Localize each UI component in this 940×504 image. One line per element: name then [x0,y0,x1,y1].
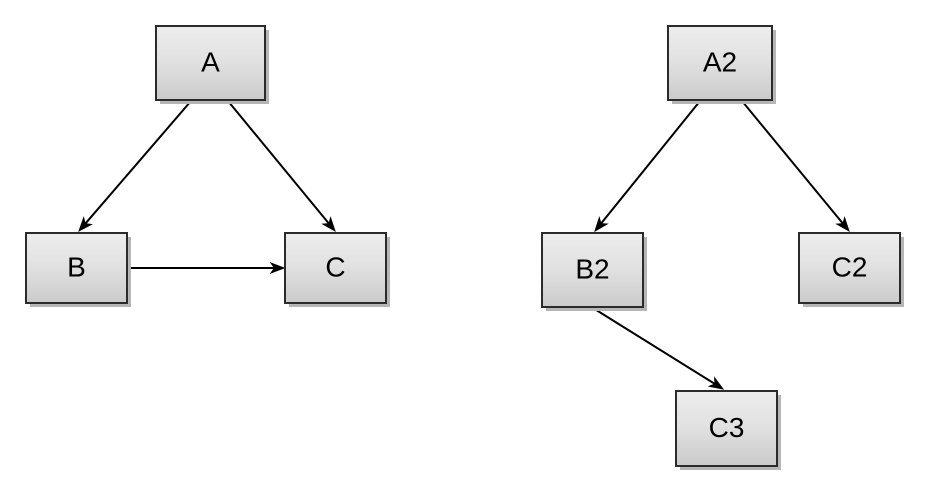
edge-line [741,100,844,224]
edge-b-to-c [128,261,286,275]
edge-b2-to-c3 [592,307,725,390]
edge-line [592,307,716,385]
node-box[interactable] [675,390,778,467]
arrowhead-icon [78,216,93,233]
node-box[interactable] [284,232,387,304]
node-a[interactable]: A [155,25,269,104]
node-c3[interactable]: C3 [675,390,781,470]
node-box[interactable] [541,232,644,308]
node-b[interactable]: B [25,232,131,307]
edge-line [84,100,192,225]
edge-a-to-c [227,100,336,233]
node-a2[interactable]: A2 [667,25,776,104]
node-box[interactable] [25,232,128,304]
node-b2[interactable]: B2 [541,232,647,311]
edge-line [600,100,701,224]
node-c[interactable]: C [284,232,390,307]
node-box[interactable] [155,25,266,101]
arrowhead-icon [321,216,336,233]
edges-layer [78,100,850,390]
arrowhead-icon [835,216,850,233]
node-c2[interactable]: C2 [798,232,904,307]
edge-a-to-b [78,100,192,233]
node-box[interactable] [798,232,901,304]
edge-a2-to-c2 [741,100,850,233]
arrowhead-icon [269,261,286,275]
arrowhead-icon [594,216,609,233]
edge-line [227,100,330,224]
edge-a2-to-b2 [594,100,701,233]
node-box[interactable] [667,25,773,101]
arrowhead-icon [707,376,725,390]
